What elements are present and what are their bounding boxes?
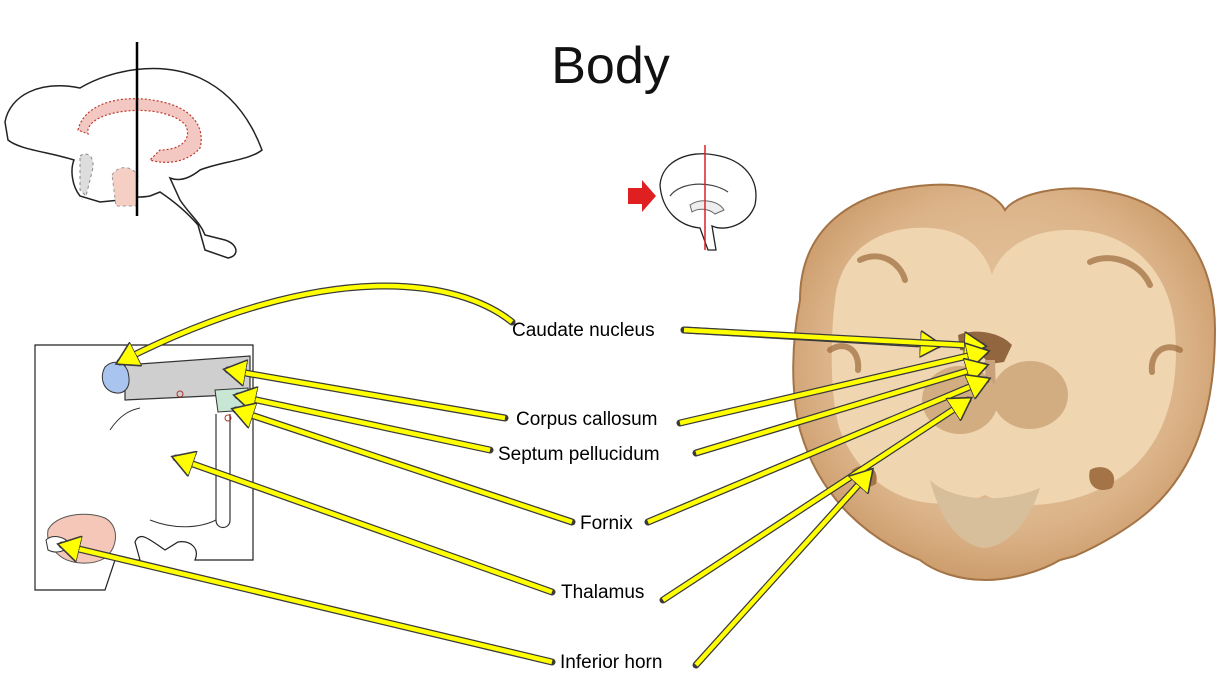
page-title: Body: [0, 36, 1221, 96]
coronal-schematic: [35, 345, 253, 590]
arrow-inferior-horn-to-photo: [696, 472, 870, 665]
orientation-arrow-icon: [628, 180, 656, 212]
label-septum-pellucidum: Septum pellucidum: [498, 444, 660, 466]
label-fornix: Fornix: [580, 513, 633, 535]
sagittal-outline: [5, 69, 262, 258]
label-inferior-horn: Inferior horn: [560, 652, 662, 674]
label-corpus-callosum: Corpus callosum: [516, 409, 658, 431]
label-thalamus: Thalamus: [561, 582, 644, 604]
orientation-inset: [628, 145, 756, 250]
white-matter: [832, 228, 1176, 505]
label-caudate-nucleus: Caudate nucleus: [512, 320, 655, 342]
arrow-corpus-callosum-to-schematic: [228, 370, 505, 418]
caudate-nucleus-marker: [102, 362, 129, 393]
sagittal-structure: [112, 168, 138, 206]
thalamus-photo-right: [992, 361, 1068, 429]
